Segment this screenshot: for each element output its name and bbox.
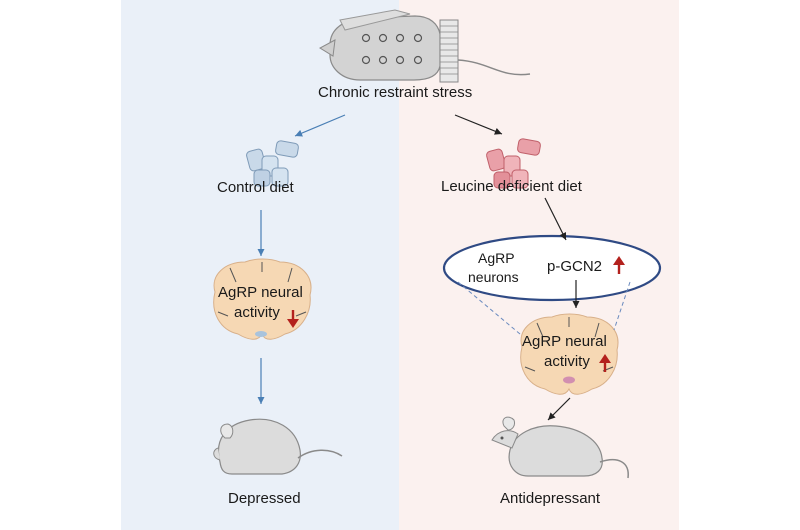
leucine-diet-label: Leucine deficient diet: [441, 178, 582, 195]
right-brain-label-line2: activity: [544, 353, 590, 370]
left-brain-icon: [213, 258, 312, 340]
left-brain-label-line1: AgRP neural: [218, 284, 303, 301]
activity-up-arrow-icon: [599, 354, 611, 372]
oval-label-line1: AgRP: [478, 250, 515, 266]
right-brain-label-line1: AgRP neural: [522, 333, 607, 350]
depressed-label: Depressed: [228, 490, 301, 507]
arrow-brain-to-antidepressant: [547, 397, 571, 421]
pgcn2-up-arrow-icon: [613, 256, 625, 274]
antidepressant-label: Antidepressant: [500, 490, 601, 507]
arrow-to-leucine-diet: [454, 114, 503, 135]
control-diet-pellets-icon: [246, 140, 299, 187]
leucine-diet-pellets-icon: [486, 138, 541, 189]
left-brain-label-line2: activity: [234, 304, 280, 321]
pgcn2-label: p-GCN2: [547, 258, 603, 275]
chronic-stress-label: Chronic restraint stress: [318, 84, 473, 101]
antidepressant-mouse-icon: [491, 416, 629, 479]
depressed-mouse-icon: [213, 418, 343, 475]
oval-label-line2: neurons: [468, 269, 519, 285]
zoom-line-right: [613, 281, 631, 331]
agrp-neurons-oval: [442, 234, 662, 302]
arrow-to-control-diet: [294, 114, 346, 137]
arrow-diet-to-oval: [544, 197, 567, 241]
restrained-mouse-icon: [318, 9, 531, 83]
control-diet-label: Control diet: [217, 179, 294, 196]
activity-down-arrow-icon: [287, 310, 299, 328]
